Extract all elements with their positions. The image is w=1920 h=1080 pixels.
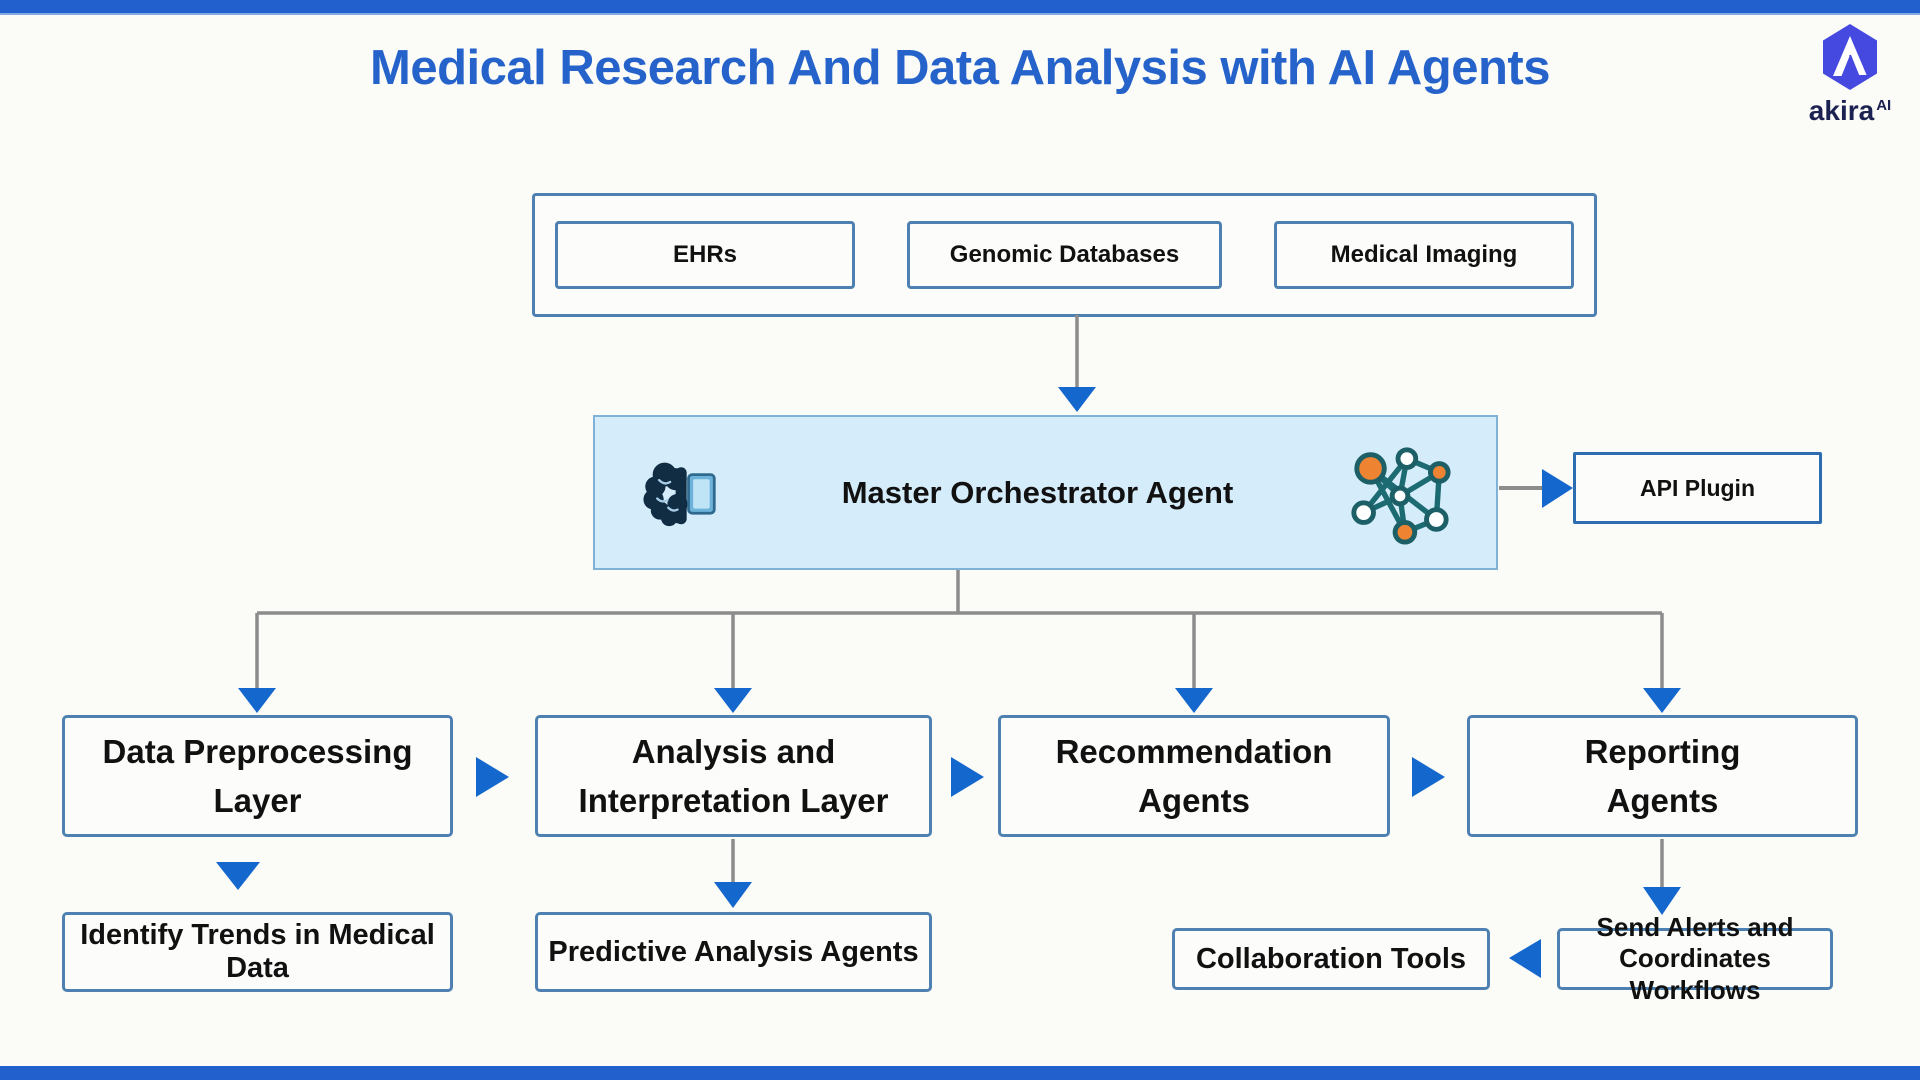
brain-chip-icon xyxy=(643,462,716,526)
arrow-right-icon xyxy=(1542,469,1573,508)
data-sources-container: EHRs Genomic Databases Medical Imaging xyxy=(532,193,1597,317)
arrow-right-icon xyxy=(476,757,509,797)
stage-reporting-agents: Reporting Agents xyxy=(1467,715,1858,837)
page-title: Medical Research And Data Analysis with … xyxy=(370,41,1550,95)
arrow-left-icon xyxy=(1509,939,1541,978)
output-identify-trends-box: Identify Trends in Medical Data xyxy=(62,912,453,992)
arrow-down-icon xyxy=(1643,887,1681,915)
arrow-down-icon xyxy=(1058,387,1096,412)
arrow-down-icon xyxy=(216,862,260,890)
output-predictive-analysis-box: Predictive Analysis Agents xyxy=(535,912,932,992)
network-graph-icon xyxy=(1351,446,1451,545)
stage-data-preprocessing-layer: Data Preprocessing Layer xyxy=(62,715,453,837)
arrow-down-icon xyxy=(714,882,752,908)
logo-hexagon-icon xyxy=(1823,24,1877,90)
stage-recommendation-agents: Recommendation Agents xyxy=(998,715,1390,837)
arrow-down-icon xyxy=(1643,688,1681,713)
arrow-right-icon xyxy=(1412,757,1445,797)
send-alerts-box: Send Alerts and Coordinates Workflows xyxy=(1557,912,1833,1005)
source-box-genomic-databases: Genomic Databases xyxy=(907,221,1222,289)
collaboration-tools-box: Collaboration Tools xyxy=(1172,928,1490,990)
orchestrator-label: Master Orchestrator Agent xyxy=(841,474,1234,510)
top-accent-bar xyxy=(0,0,1920,15)
arrow-down-icon xyxy=(1175,688,1213,713)
source-box-medical-imaging: Medical Imaging xyxy=(1274,221,1574,289)
arrow-down-icon xyxy=(238,688,276,713)
master-orchestrator-box: Master Orchestrator Agent xyxy=(593,415,1498,570)
arrow-right-icon xyxy=(951,757,984,797)
source-box-ehrs: EHRs xyxy=(555,221,855,289)
stage-analysis-interpretation-layer: Analysis and Interpretation Layer xyxy=(535,715,932,837)
bottom-accent-bar xyxy=(0,1066,1920,1080)
arrow-down-icon xyxy=(714,688,752,713)
api-plugin-box: API Plugin xyxy=(1573,452,1822,524)
